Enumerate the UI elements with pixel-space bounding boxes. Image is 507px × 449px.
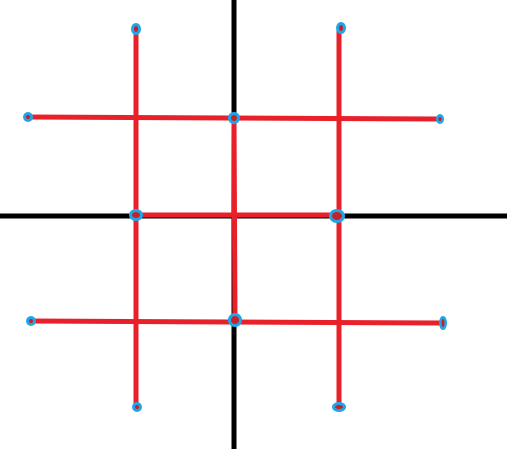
node-center-lower-center	[231, 316, 239, 324]
node-left-lower	[26, 316, 36, 326]
node-center-upper	[228, 112, 240, 124]
node-top-right	[336, 22, 346, 34]
node-top-right-center	[339, 25, 343, 31]
node-bottom-right-center	[335, 405, 343, 409]
node-left-upper	[23, 112, 33, 122]
node-right-lower-center	[441, 319, 445, 327]
node-right-upper	[436, 114, 444, 124]
node-right-upper-center	[438, 117, 442, 121]
node-right-lower	[439, 316, 447, 330]
node-top-left	[131, 23, 141, 35]
node-bottom-left	[132, 402, 142, 412]
node-left-upper-center	[26, 115, 30, 119]
node-center-lower	[228, 313, 242, 327]
nodes-layer	[23, 22, 447, 412]
node-bottom-right	[332, 402, 346, 412]
node-bottom-left-center	[135, 405, 139, 409]
node-left-middle	[129, 209, 143, 221]
node-right-middle-center	[332, 212, 342, 220]
node-top-left-center	[134, 26, 138, 32]
node-right-middle	[329, 209, 345, 223]
node-left-lower-center	[29, 319, 33, 323]
center-vertical-segment	[231, 115, 238, 323]
node-left-middle-center	[132, 212, 140, 218]
node-center-upper-center	[231, 115, 237, 121]
